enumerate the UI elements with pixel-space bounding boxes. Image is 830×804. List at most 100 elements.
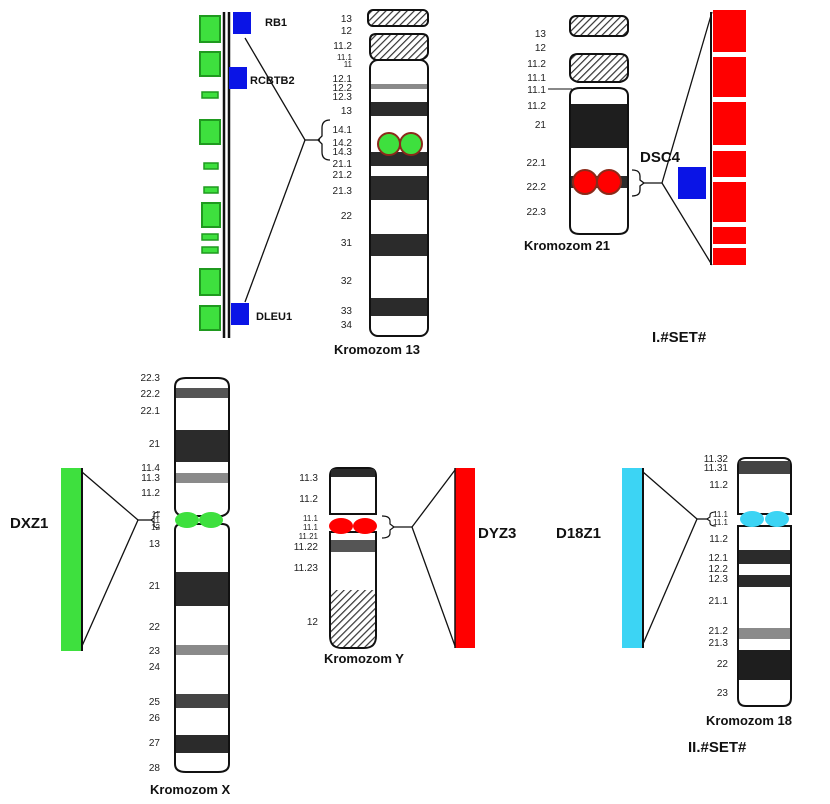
chrX-band-labels: 22.3 22.2 22.1 21 11.4 11.3 11.2 11 11 1…	[141, 373, 161, 774]
chr21-band-labels: 13 12 11.2 11.1 11.1 11.2 21 22.1 22.2 2…	[527, 29, 547, 218]
svg-text:11.1: 11.1	[337, 53, 353, 62]
gene-label-rb1: RB1	[265, 17, 287, 29]
svg-text:12.3: 12.3	[333, 92, 353, 103]
svg-text:12: 12	[151, 523, 160, 532]
chr21-probe-signal	[596, 169, 622, 195]
svg-text:11.2: 11.2	[333, 41, 352, 52]
chr13-panel: RB1 RCBTB2 DLEU1 13 12 11.2	[199, 9, 429, 357]
gene-map-segment	[199, 15, 221, 43]
svg-text:21.1: 21.1	[333, 159, 353, 170]
chrX-probe-signal	[175, 512, 199, 528]
svg-text:26: 26	[149, 713, 161, 724]
dsc4-label: DSC4	[640, 149, 681, 166]
chrY-probe-signal	[329, 518, 353, 534]
svg-text:22.1: 22.1	[141, 406, 161, 417]
gene-map-segment	[713, 57, 746, 97]
svg-text:11.1: 11.1	[303, 514, 319, 523]
svg-text:11.1: 11.1	[527, 73, 546, 84]
gene-marker-dleu1	[231, 303, 249, 325]
svg-text:23: 23	[717, 688, 729, 699]
svg-text:24: 24	[149, 662, 161, 673]
dsc4-marker	[678, 167, 706, 199]
d18z1-probe-bar	[622, 468, 642, 648]
svg-text:12.2: 12.2	[333, 83, 353, 94]
svg-text:13: 13	[535, 29, 547, 40]
chr18-probe-signal	[765, 511, 789, 527]
gene-map-segment	[201, 233, 219, 241]
svg-text:11: 11	[152, 510, 161, 519]
svg-text:11.31: 11.31	[704, 463, 729, 474]
svg-text:11.21: 11.21	[299, 532, 319, 541]
svg-text:22.1: 22.1	[527, 158, 547, 169]
gene-map-segment	[713, 10, 746, 52]
gene-map-segment	[713, 248, 746, 265]
svg-text:13: 13	[341, 14, 353, 25]
chr18-panel: D18Z1 11.32 11.31 11.2 11.1 11.1 11.2 12…	[556, 454, 792, 756]
chrY-band-labels: 11.3 11.2 11.1 11.1 11.21 11.22 11.23 12	[294, 473, 319, 628]
svg-text:21.2: 21.2	[333, 170, 353, 181]
svg-text:12.1: 12.1	[709, 553, 729, 564]
chr13-p-satellite	[367, 9, 429, 27]
svg-text:11.4: 11.4	[141, 463, 160, 474]
gene-label-dleu1: DLEU1	[256, 311, 292, 323]
svg-text:14.1: 14.1	[333, 125, 353, 136]
gene-map-segment	[201, 246, 219, 254]
svg-text:28: 28	[149, 763, 161, 774]
svg-text:21.2: 21.2	[709, 626, 729, 637]
svg-text:22.2: 22.2	[527, 182, 547, 193]
svg-text:14.2: 14.2	[333, 138, 353, 149]
svg-text:22.3: 22.3	[527, 207, 547, 218]
chr13-band-labels: 13 12 11.2 11.1 11 12.1 12.2 12.3 13 14.…	[333, 14, 353, 331]
svg-text:11.3: 11.3	[141, 473, 160, 484]
chrY-panel: 11.3 11.2 11.1 11.1 11.21 11.22 11.23 12…	[294, 467, 516, 666]
chr13-caption: Kromozom 13	[334, 342, 420, 357]
chr21-gene-map	[713, 10, 746, 265]
dxz1-probe-bar	[61, 468, 81, 651]
svg-text:22: 22	[341, 211, 353, 222]
svg-text:11: 11	[344, 60, 353, 69]
gene-map-segment	[203, 186, 219, 194]
chr13-p-arm	[369, 33, 429, 61]
set-label-1: I.#SET#	[652, 329, 707, 346]
svg-text:12: 12	[341, 26, 353, 37]
svg-text:11.23: 11.23	[294, 563, 319, 574]
chr18-band-labels: 11.32 11.31 11.2 11.1 11.1 11.2 12.1 12.…	[704, 454, 729, 699]
svg-text:12: 12	[535, 43, 547, 54]
svg-text:21.3: 21.3	[333, 186, 353, 197]
gene-map-segment	[199, 119, 221, 145]
svg-text:11.3: 11.3	[299, 473, 318, 484]
svg-text:11.1: 11.1	[713, 518, 729, 527]
svg-text:21: 21	[149, 581, 161, 592]
chr13-ideogram	[367, 9, 429, 337]
gene-map-segment	[199, 268, 221, 296]
svg-text:11.22: 11.22	[294, 542, 319, 553]
chrX-panel: DXZ1 22.3 22.2 22.1 21 11.4 11.3 11.2 11…	[10, 373, 231, 797]
svg-text:13: 13	[341, 106, 353, 117]
gene-map-segment	[713, 227, 746, 244]
svg-text:11.2: 11.2	[527, 101, 546, 112]
gene-map-segment	[713, 102, 746, 145]
svg-text:11.32: 11.32	[704, 454, 729, 465]
chrX-probe-signal	[199, 512, 223, 528]
svg-text:12: 12	[307, 617, 319, 628]
d18z1-label: D18Z1	[556, 525, 601, 542]
chr13-probe-signal	[399, 132, 423, 156]
svg-text:22.2: 22.2	[141, 389, 161, 400]
svg-text:31: 31	[341, 238, 353, 249]
chr13-gene-map: RB1 RCBTB2 DLEU1	[199, 12, 331, 338]
dxz1-label: DXZ1	[10, 515, 48, 532]
dyz3-probe-bar	[455, 468, 475, 648]
svg-text:34: 34	[341, 320, 353, 331]
svg-text:25: 25	[149, 697, 161, 708]
gene-map-segment	[203, 162, 219, 170]
svg-text:11.2: 11.2	[709, 480, 728, 491]
svg-text:12.2: 12.2	[709, 564, 729, 575]
gene-marker-rb1	[233, 12, 251, 34]
dyz3-label: DYZ3	[478, 525, 516, 542]
svg-text:11: 11	[152, 516, 161, 525]
chr21-p-satellite	[569, 15, 629, 37]
gene-map-segment	[199, 305, 221, 331]
gene-map-segment	[199, 51, 221, 77]
chrY-caption: Kromozom Y	[324, 651, 404, 666]
